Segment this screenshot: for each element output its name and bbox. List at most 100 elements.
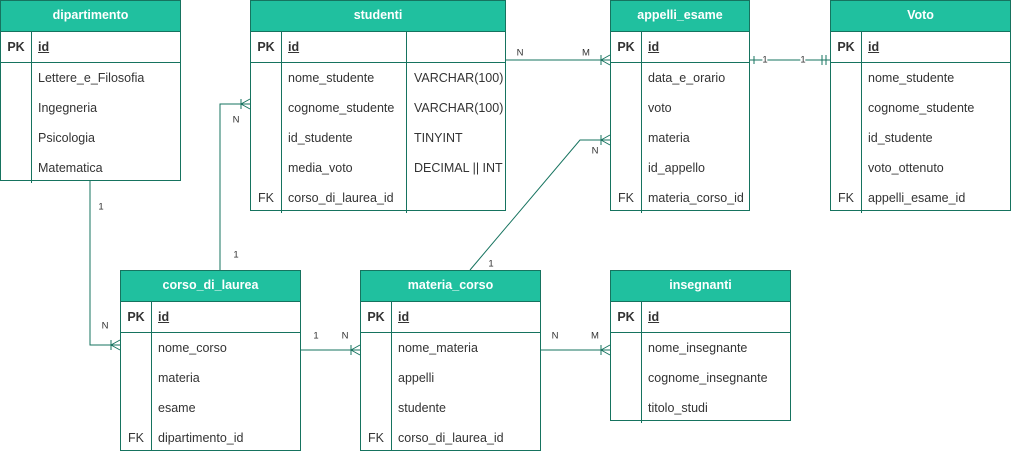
relationship-materia-corso-appelli-esame-line — [469, 139, 610, 271]
table-row[interactable]: Ingegneria — [1, 93, 180, 123]
field-name: dipartimento_id — [158, 431, 244, 445]
field-name: Psicologia — [38, 131, 95, 145]
key-marker — [611, 153, 642, 183]
table-title: appelli_esame — [611, 1, 749, 32]
table-row[interactable]: cognome_studente — [831, 93, 1010, 123]
table-row[interactable]: cognome_insegnante — [611, 363, 790, 393]
key-marker — [251, 63, 282, 93]
table-row[interactable]: voto — [611, 93, 749, 123]
table-title: insegnanti — [611, 271, 790, 302]
table-row[interactable]: esame — [121, 393, 300, 423]
key-marker — [361, 393, 392, 423]
field-name: esame — [158, 401, 196, 415]
crow-foot-icon — [350, 344, 361, 356]
table-row[interactable]: nome_materia — [361, 333, 540, 363]
key-marker — [121, 363, 152, 393]
key-marker — [611, 393, 642, 423]
relationship-dipartimento-corso-di-laurea-line — [89, 180, 120, 346]
table-row[interactable]: titolo_studi — [611, 393, 790, 423]
field-name: corso_di_laurea_id — [288, 191, 394, 205]
table-row[interactable]: id_appello — [611, 153, 749, 183]
field-name: Ingegneria — [38, 101, 98, 115]
key-marker: PK — [1, 32, 32, 62]
field-name: corso_di_laurea_id — [398, 431, 504, 445]
field-name: voto — [648, 101, 672, 115]
cardinality-label: N — [341, 330, 349, 342]
table-row[interactable]: nome_insegnante — [611, 333, 790, 363]
table-row[interactable]: materia — [611, 123, 749, 153]
field-name: Lettere_e_Filosofia — [38, 71, 145, 85]
crow-foot-icon — [600, 344, 611, 356]
table-row[interactable]: appelli — [361, 363, 540, 393]
field-name: nome_studente — [868, 71, 955, 85]
crow-foot-icon — [240, 98, 251, 110]
cardinality-label: 1 — [800, 54, 806, 66]
table-row[interactable]: Lettere_e_Filosofia — [1, 63, 180, 93]
table-row[interactable]: nome_corso — [121, 333, 300, 363]
table-row[interactable]: studente — [361, 393, 540, 423]
cardinality-label: 1 — [98, 201, 104, 213]
key-marker — [251, 93, 282, 123]
key-marker: PK — [831, 32, 862, 62]
table-row[interactable]: materia — [121, 363, 300, 393]
key-marker — [1, 153, 32, 183]
field-name: materia — [158, 371, 200, 385]
table-row[interactable]: FK dipartimento_id — [121, 423, 300, 451]
key-marker: FK — [831, 183, 862, 213]
field-name: Matematica — [38, 161, 103, 175]
key-marker — [121, 333, 152, 363]
field-name: id — [158, 310, 170, 324]
field-name: data_e_orario — [648, 71, 726, 85]
cardinality-label: N — [591, 145, 599, 157]
field-type: DECIMAL || INT — [406, 153, 503, 183]
key-marker — [121, 393, 152, 423]
field-name: id — [398, 310, 410, 324]
field-name: titolo_studi — [648, 401, 708, 415]
field-type: VARCHAR(100) — [406, 93, 503, 123]
table-row[interactable]: PK id — [1, 32, 180, 63]
key-marker — [251, 123, 282, 153]
field-name: id — [648, 40, 660, 54]
table-row[interactable]: voto_ottenuto — [831, 153, 1010, 183]
table-title: materia_corso — [361, 271, 540, 302]
table-title: Voto — [831, 1, 1010, 32]
table-row[interactable]: data_e_orario — [611, 63, 749, 93]
table-row[interactable]: Matematica — [1, 153, 180, 183]
key-marker: FK — [121, 423, 152, 451]
field-name: cognome_studente — [868, 101, 975, 115]
key-marker — [251, 153, 282, 183]
table-title: corso_di_laurea — [121, 271, 300, 302]
field-name: id — [38, 40, 50, 54]
table-row[interactable]: nome_studente — [831, 63, 1010, 93]
table-row[interactable]: Psicologia — [1, 123, 180, 153]
cardinality-label: N — [551, 330, 559, 342]
key-marker — [611, 123, 642, 153]
field-name: id — [288, 40, 300, 54]
key-marker — [1, 123, 32, 153]
table-row[interactable]: id_studente — [831, 123, 1010, 153]
key-marker — [361, 363, 392, 393]
key-marker — [611, 363, 642, 393]
